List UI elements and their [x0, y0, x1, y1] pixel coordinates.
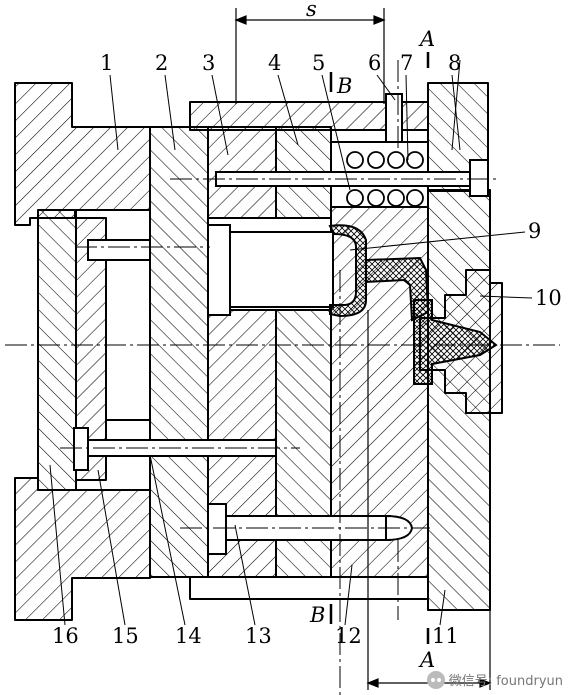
dimension-s-label: s	[306, 0, 317, 21]
leader-lines	[49, 59, 533, 626]
label-12: 12	[335, 624, 362, 648]
label-13: 13	[245, 624, 272, 648]
label-15: 15	[112, 624, 139, 648]
watermark-text: 微信号: foundryun	[448, 674, 563, 689]
section-b-bottom-label: B	[309, 603, 325, 627]
part-2-support-plate	[149, 126, 209, 578]
part-4-plate	[275, 126, 332, 578]
label-9: 9	[528, 219, 541, 243]
bottom-strip-plate	[189, 576, 429, 600]
label-8: 8	[448, 51, 461, 75]
section-a-top-label: A	[418, 27, 435, 51]
section-markers	[329, 52, 430, 644]
watermark: 微信号: foundryun	[426, 670, 563, 689]
label-2: 2	[155, 51, 168, 75]
label-3: 3	[202, 51, 215, 75]
top-strip-plate	[189, 101, 387, 131]
label-10: 10	[535, 286, 562, 310]
part-12-cavity-plate	[330, 189, 429, 578]
spring-bolt-nut	[469, 159, 489, 197]
springs	[346, 151, 424, 207]
ejector-pin-head	[73, 427, 89, 471]
section-a-bottom-label: A	[418, 648, 435, 672]
label-5: 5	[312, 51, 325, 75]
dimension-s	[234, 8, 386, 104]
center-lines	[5, 60, 560, 695]
part-1-bottom-clamp-plate	[14, 477, 151, 621]
runner	[365, 256, 430, 322]
wechat-icon	[426, 670, 445, 689]
label-1: 1	[100, 51, 113, 75]
label-7: 7	[400, 51, 413, 75]
part-16-ejector-base-plate	[37, 209, 77, 491]
ejector-space	[105, 259, 151, 421]
core-head	[207, 224, 231, 316]
ejector-rod-top	[87, 239, 151, 261]
part-labels: 1 2 3 4 5 6 7 8 9 10 16 15 14 13 12 11 s…	[52, 0, 562, 672]
part-6-pin	[385, 93, 403, 143]
label-14: 14	[175, 624, 202, 648]
label-6: 6	[368, 51, 381, 75]
molded-part	[328, 224, 367, 318]
part-9-core	[229, 231, 334, 308]
label-11: 11	[432, 624, 459, 648]
part-1-top-clamp-plate	[14, 82, 151, 226]
sprue-runner	[413, 299, 498, 385]
label-4: 4	[268, 51, 281, 75]
section-b-top-label: B	[336, 74, 352, 98]
label-16: 16	[52, 624, 79, 648]
guide-pin-head	[207, 503, 227, 555]
